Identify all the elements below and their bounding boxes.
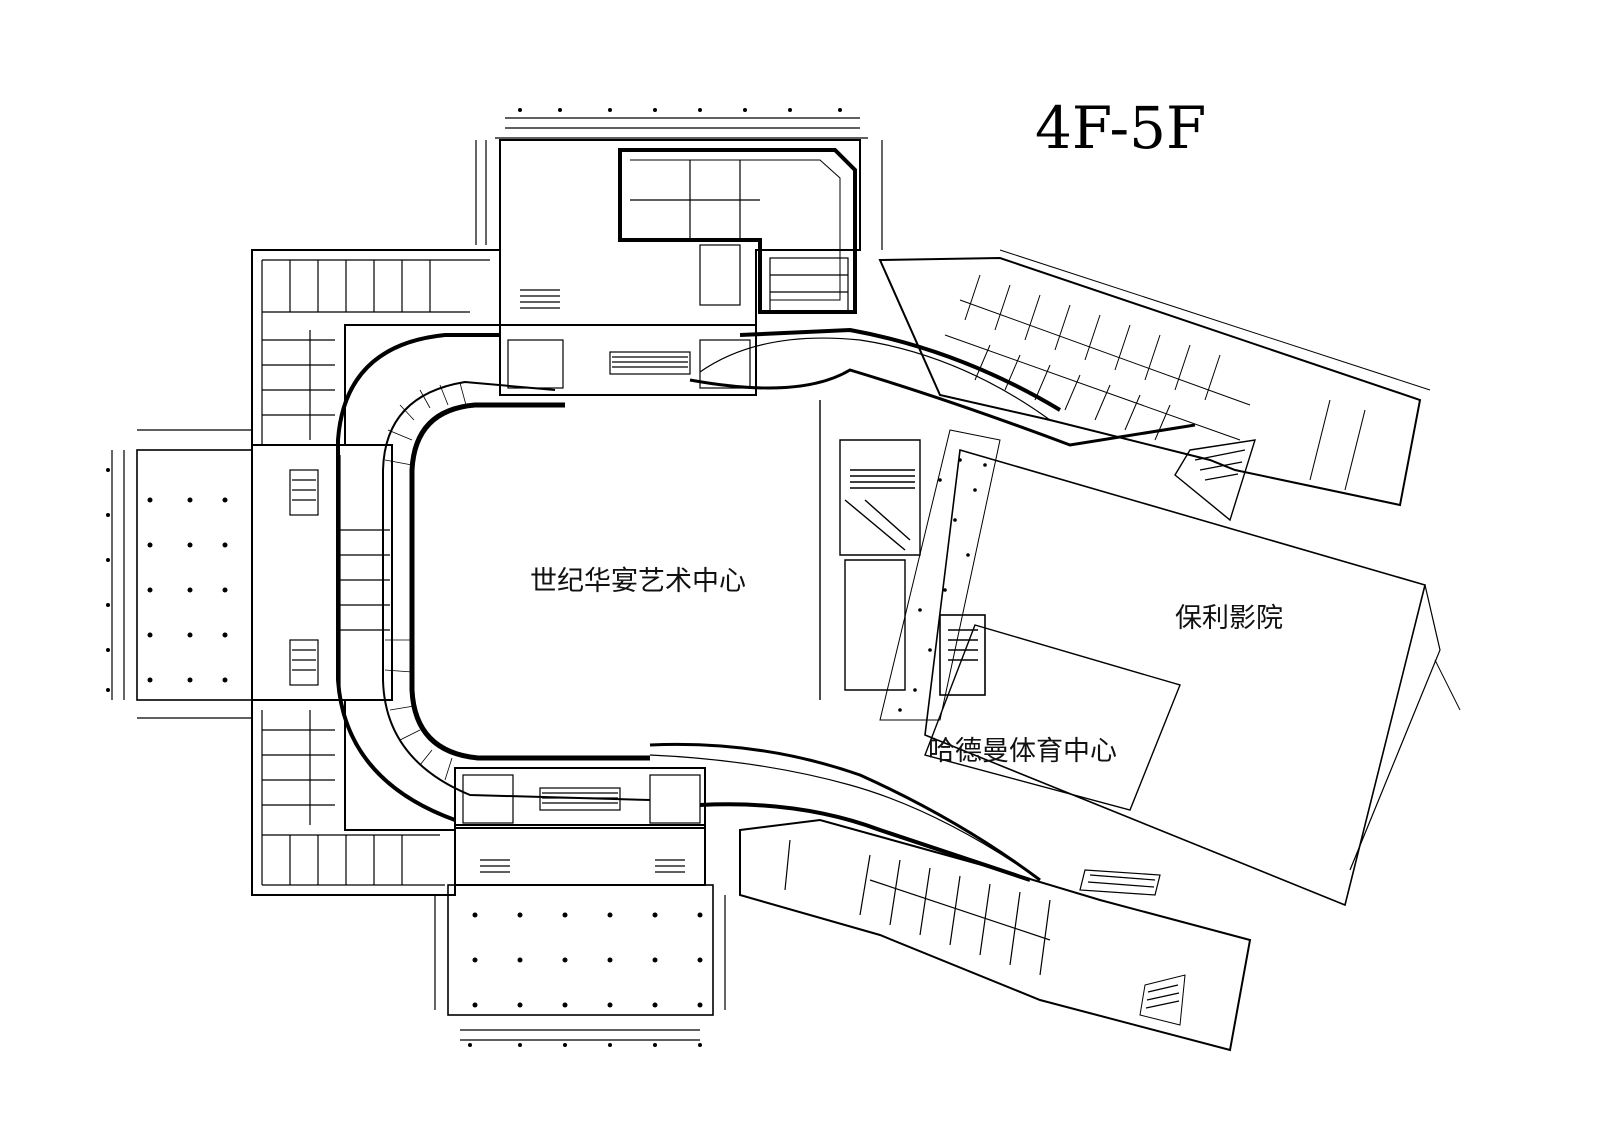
walkway-dots — [898, 458, 987, 712]
zone-label-art-center: 世纪华宴艺术中心 — [530, 566, 746, 597]
dimension-markers — [106, 108, 842, 1047]
northeast-wing — [878, 249, 1431, 522]
east-plan — [819, 400, 1461, 907]
southeast-wing — [739, 818, 1252, 1052]
bottom-wing — [434, 767, 726, 1041]
column-grid-bottom — [472, 912, 703, 1008]
zone-label-cinema: 保利影院 — [1175, 603, 1283, 634]
top-wing — [475, 117, 883, 396]
column-grid-left — [147, 497, 228, 683]
atrium-ring — [336, 327, 1196, 882]
left-wing — [111, 249, 501, 896]
floor-title: 4F-5F — [1035, 94, 1206, 162]
zone-label-sports-center: 哈德曼体育中心 — [928, 736, 1117, 767]
